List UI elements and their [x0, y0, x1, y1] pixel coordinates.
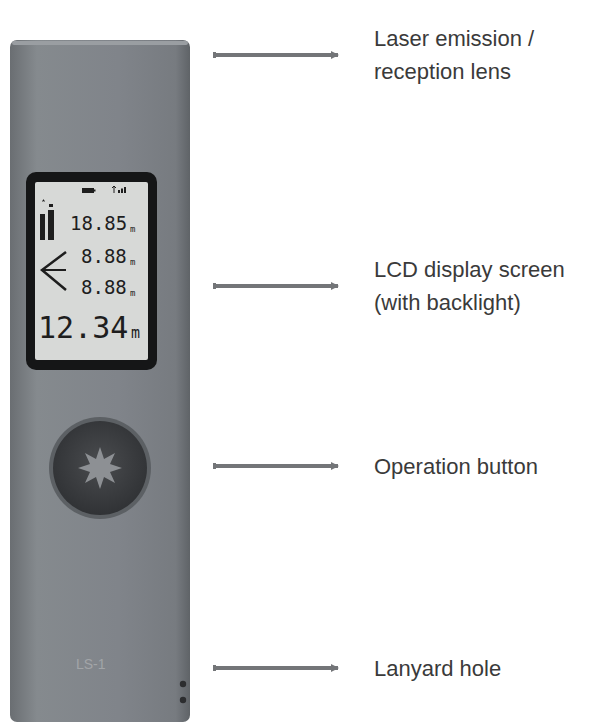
leader-arrow — [216, 53, 338, 57]
device-body — [10, 40, 190, 722]
lcd-reading: 8.88 — [81, 278, 127, 297]
lcd-main-reading: 12.34 — [38, 313, 128, 343]
lcd-bezel — [26, 172, 157, 370]
model-mark: LS-1 — [76, 657, 106, 671]
lanyard-hole — [180, 681, 186, 687]
part-label: Laser emission / reception lens — [374, 22, 584, 88]
arrow-tails — [213, 52, 216, 671]
lcd-unit: m — [130, 258, 135, 267]
lcd-unit: m — [130, 289, 135, 298]
lcd-unit: m — [131, 326, 140, 341]
leader-arrow — [216, 284, 338, 288]
leader-arrow — [216, 464, 338, 468]
part-label: Lanyard hole — [374, 652, 584, 685]
lcd-reading: 18.85 — [70, 214, 127, 233]
lcd-screen — [35, 182, 148, 360]
lcd-icons — [40, 186, 126, 290]
part-label: LCD display screen (with backlight) — [374, 253, 584, 319]
lanyard-hole — [180, 697, 186, 703]
operation-button — [53, 421, 147, 515]
top-edge — [12, 41, 188, 45]
lcd-unit: m — [130, 225, 135, 234]
leader-arrow — [216, 666, 338, 670]
leader-arrows — [216, 55, 338, 668]
part-label: Operation button — [374, 450, 584, 483]
lcd-reading: 8.88 — [81, 247, 127, 266]
button-star — [78, 447, 122, 489]
button-ring — [49, 417, 151, 519]
